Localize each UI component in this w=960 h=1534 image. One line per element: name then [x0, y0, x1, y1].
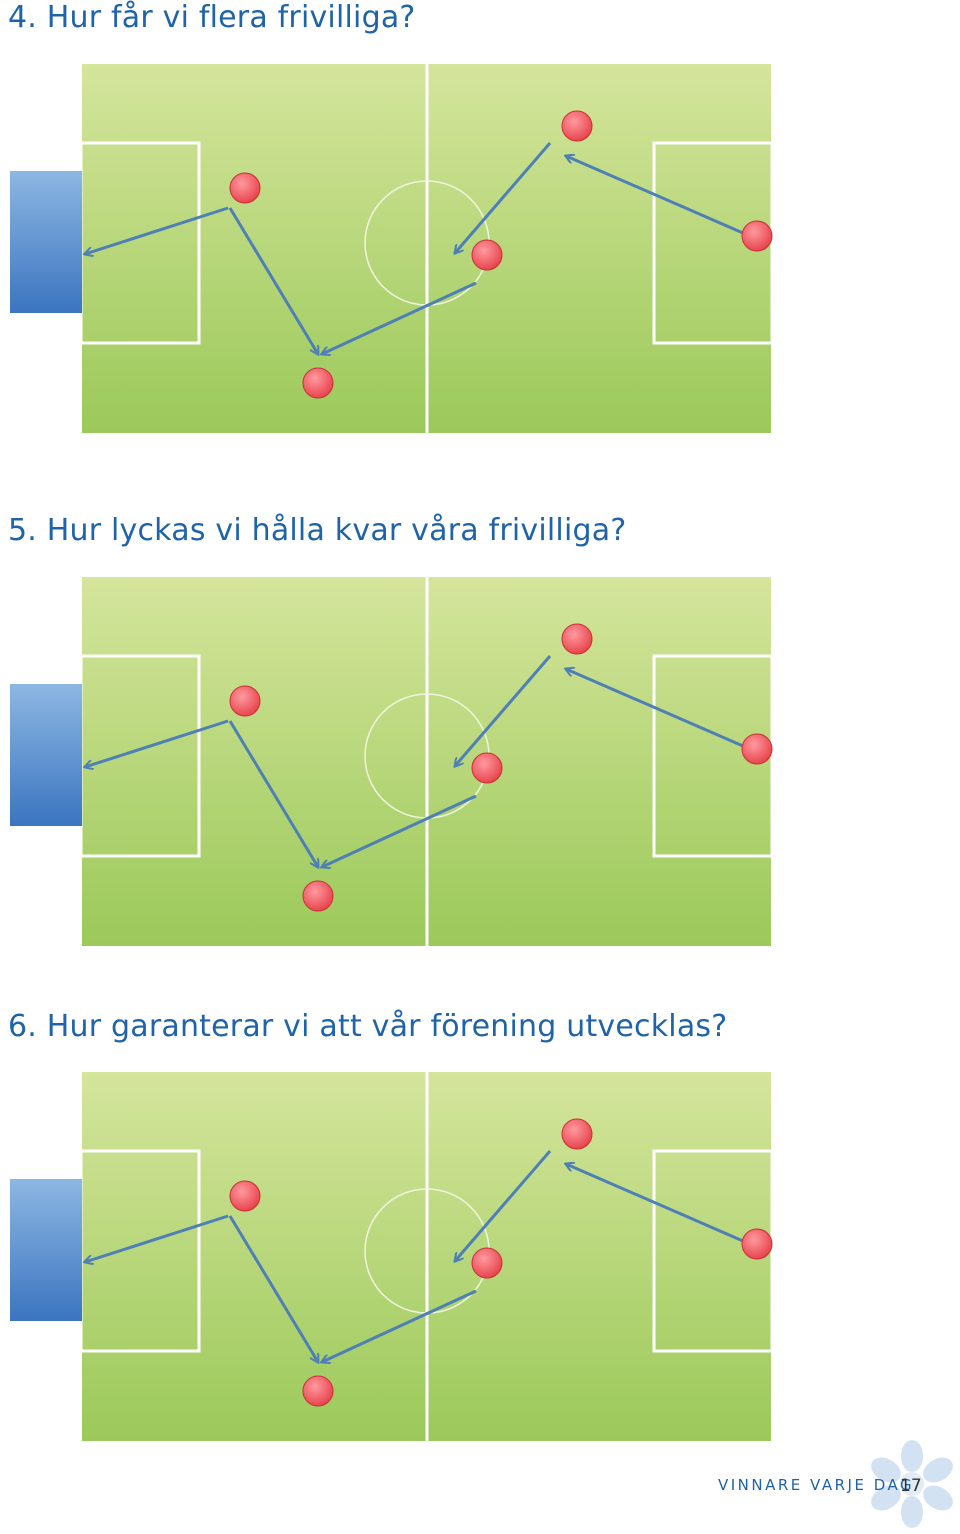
player-marker — [229, 685, 261, 717]
pitch-svg — [10, 62, 774, 435]
pass-arrow — [85, 206, 229, 254]
pass-arrow — [455, 142, 552, 253]
right-penalty-box — [652, 654, 774, 858]
pass-arrow — [85, 1214, 229, 1262]
pitch-svg — [10, 1070, 774, 1443]
player-marker — [561, 623, 593, 655]
player-marker — [741, 1228, 773, 1260]
pass-arrow — [455, 655, 552, 766]
snowflake-logo — [871, 1440, 953, 1528]
goal-block — [10, 171, 82, 313]
page-number: 17 — [900, 1476, 922, 1496]
pitch-diagram-5 — [0, 571, 960, 951]
goal-block — [10, 684, 82, 826]
right-penalty-box — [652, 141, 774, 345]
pass-arrow — [228, 1215, 318, 1362]
player-marker — [471, 1247, 503, 1279]
player-marker — [471, 239, 503, 271]
page-footer: VINNARE VARJE DAG 17 — [690, 1440, 960, 1534]
player-marker — [302, 367, 334, 399]
player-marker — [561, 1118, 593, 1150]
pass-arrow — [322, 1289, 477, 1362]
pass-arrow — [455, 1150, 552, 1261]
right-penalty-box — [652, 1149, 774, 1353]
pass-arrow — [228, 720, 318, 867]
pass-arrow — [566, 1164, 744, 1243]
pass-arrow — [322, 281, 477, 354]
pass-arrow — [228, 207, 318, 354]
player-marker — [741, 220, 773, 252]
player-marker — [302, 880, 334, 912]
goal-block — [10, 1179, 82, 1321]
question-heading-4: 4. Hur får vi flera frivilliga? — [8, 0, 416, 35]
pass-arrow — [566, 156, 744, 235]
pass-arrow — [322, 794, 477, 867]
pass-arrow — [566, 669, 744, 748]
player-marker — [471, 752, 503, 784]
question-heading-5: 5. Hur lyckas vi hålla kvar våra frivill… — [8, 513, 627, 548]
player-marker — [561, 110, 593, 142]
pitch-diagram-4 — [0, 58, 960, 438]
pitch-svg — [10, 575, 774, 948]
question-heading-6: 6. Hur garanterar vi att vår förening ut… — [8, 1009, 728, 1044]
player-marker — [229, 1180, 261, 1212]
pass-arrow — [85, 719, 229, 767]
player-marker — [229, 172, 261, 204]
player-marker — [302, 1375, 334, 1407]
footer-brand: VINNARE VARJE DAG — [718, 1476, 915, 1494]
pitch-diagram-6 — [0, 1066, 960, 1446]
player-marker — [741, 733, 773, 765]
